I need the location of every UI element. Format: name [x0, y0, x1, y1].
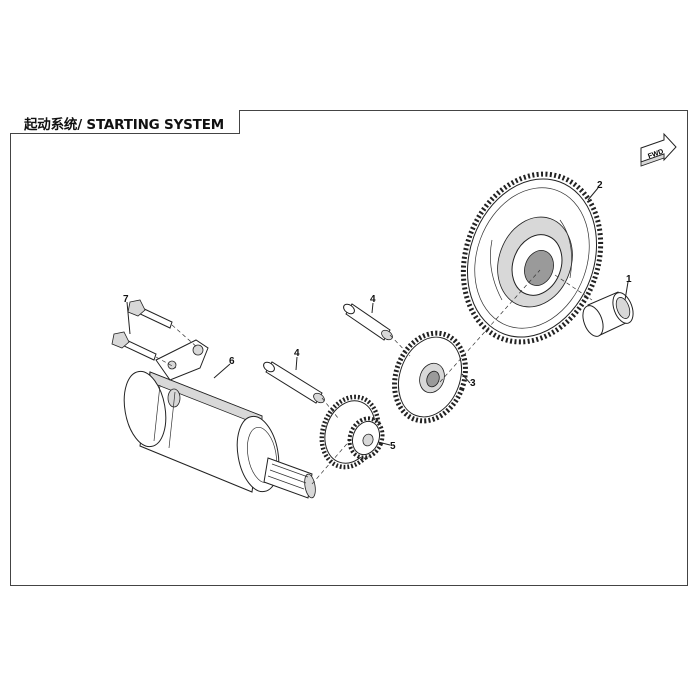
fwd-arrow-icon: FWD	[640, 132, 677, 167]
title-box: 起动系统/ STARTING SYSTEM	[10, 110, 240, 134]
callout-6: 6	[229, 356, 235, 367]
callout-2: 2	[597, 180, 603, 191]
reduction-gear-part-5	[319, 394, 385, 470]
diagram-frame	[10, 110, 688, 586]
callout-1: 1	[626, 274, 632, 285]
bolts-part-7	[111, 299, 173, 361]
callout-7: 7	[123, 294, 129, 305]
diagram-title: 起动系统/ STARTING SYSTEM	[24, 117, 224, 133]
callout-4-upper: 4	[370, 294, 376, 305]
callout-4-lower: 4	[294, 348, 300, 359]
callout-3: 3	[470, 378, 476, 389]
shaft-part-4-upper	[343, 303, 393, 341]
callout-5: 5	[390, 441, 396, 452]
bearing-part-1	[582, 291, 634, 337]
shaft-part-4-lower	[263, 361, 325, 404]
starter-motor-part-6	[123, 339, 316, 499]
ring-gear-part-2	[460, 171, 604, 345]
idler-gear-part-3	[392, 330, 468, 424]
